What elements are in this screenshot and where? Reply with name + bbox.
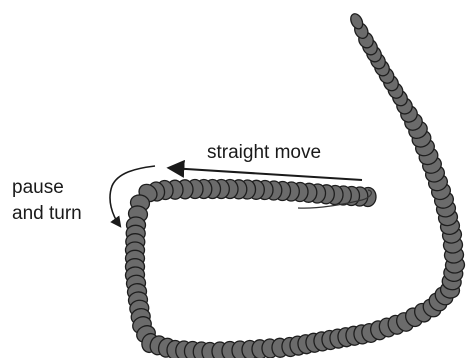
pause-label: pause [12,177,64,198]
and-turn-label: and turn [12,203,82,224]
worm-trail [125,12,466,358]
straight-move-label: straight move [207,142,321,163]
straight-move-arrow [170,168,362,180]
